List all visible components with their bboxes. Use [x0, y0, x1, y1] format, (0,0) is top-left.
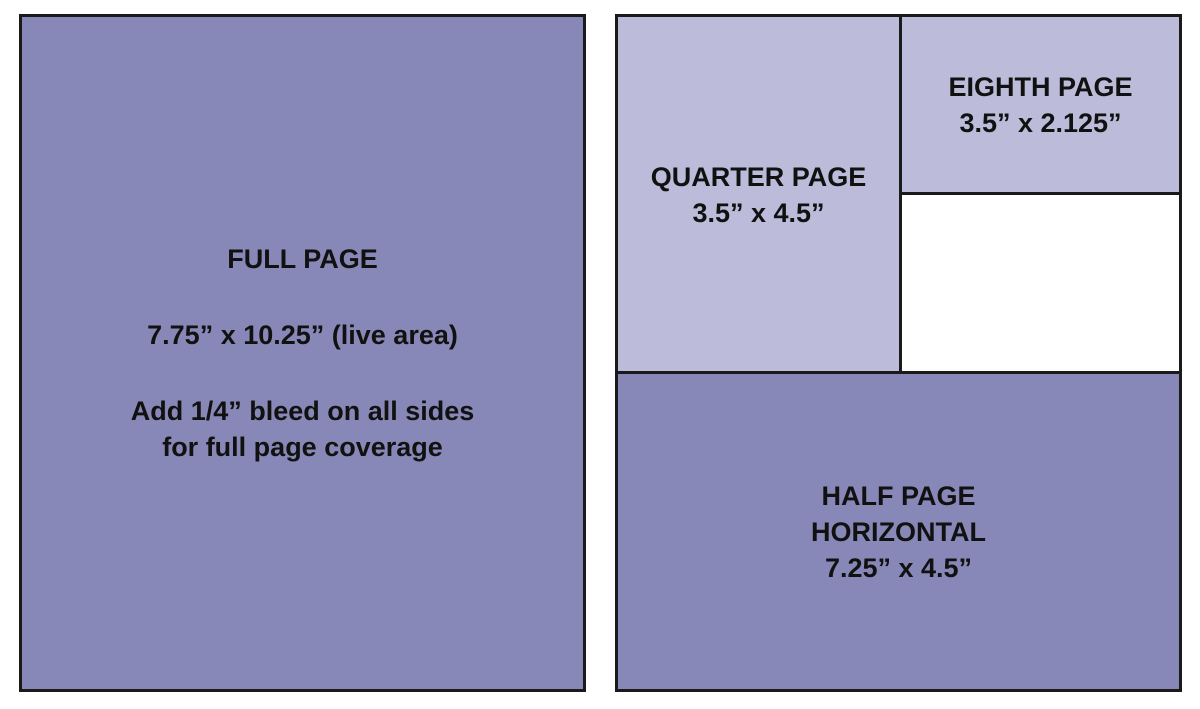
half-page-title-line1: HALF PAGE [821, 480, 976, 511]
eighth-page-title: EIGHTH PAGE [948, 71, 1133, 102]
quarter-page-ad-block: QUARTER PAGE 3.5” x 4.5” [618, 17, 902, 375]
full-page-note-line2: for full page coverage [162, 432, 443, 462]
full-page-title: FULL PAGE [227, 244, 378, 274]
full-page-note-line1: Add 1/4” bleed on all sides [130, 396, 475, 426]
eighth-page-size: 3.5” x 2.125” [959, 107, 1122, 138]
full-page-size: 7.75” x 10.25” (live area) [147, 320, 458, 350]
half-page-title-line2: HORIZONTAL [811, 516, 986, 547]
eighth-page-ad-block: EIGHTH PAGE 3.5” x 2.125” [899, 17, 1179, 195]
half-page-ad-block: HALF PAGE HORIZONTAL 7.25” x 4.5” [618, 371, 1179, 689]
quarter-page-title: QUARTER PAGE [650, 161, 867, 192]
partial-page-layout-frame [615, 14, 1182, 692]
quarter-page-size: 3.5” x 4.5” [692, 197, 825, 228]
half-page-size: 7.25” x 4.5” [824, 552, 973, 583]
full-page-ad-block: FULL PAGE 7.75” x 10.25” (live area) Add… [19, 14, 586, 692]
empty-cell [902, 195, 1179, 372]
